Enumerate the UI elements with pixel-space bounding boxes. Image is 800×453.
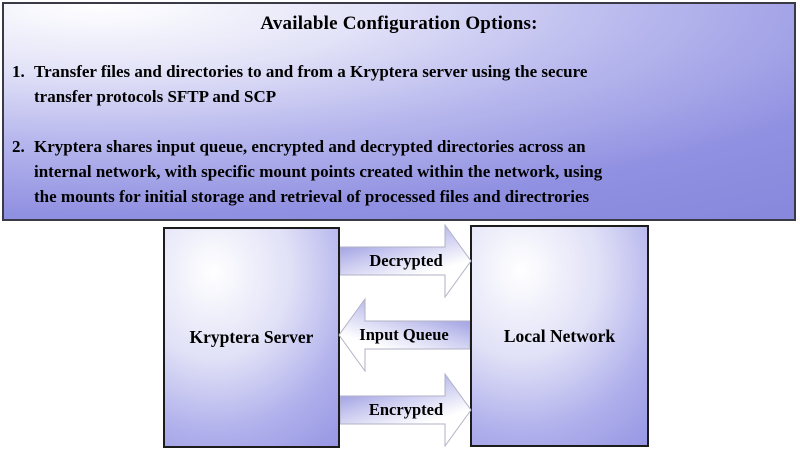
list-item-2-line-1: Kryptera shares input queue, encrypted a…	[34, 137, 586, 156]
list-item-2-line-3: the mounts for initial storage and retri…	[34, 187, 590, 206]
list-item-2-line-2: internal network, with specific mount po…	[34, 162, 603, 181]
local-network-box: Local Network	[470, 225, 649, 447]
panel-title: Available Configuration Options:	[260, 13, 538, 34]
arrow-encrypted: Encrypted	[340, 373, 472, 447]
kryptera-server-box: Kryptera Server	[163, 227, 340, 448]
list-item-1: 1. Transfer files and directories to and…	[12, 59, 772, 109]
config-options-panel: Available Configuration Options: 1. Tran…	[2, 2, 796, 221]
local-network-label: Local Network	[503, 325, 616, 346]
right-arrow-icon	[340, 373, 472, 447]
kryptera-server-label: Kryptera Server	[189, 327, 314, 347]
list-item-2: 2. Kryptera shares input queue, encrypte…	[12, 134, 772, 209]
arrow-encrypted-label: Encrypted	[368, 400, 444, 419]
list-item-1-number: 1.	[12, 62, 25, 81]
arrow-decrypted: Decrypted	[340, 224, 472, 298]
right-arrow-icon	[340, 224, 472, 298]
arrow-decrypted-label: Decrypted	[369, 251, 443, 270]
arrow-input-queue: Input Queue	[338, 298, 470, 372]
arrow-input-queue-label: Input Queue	[359, 325, 449, 344]
list-item-1-text: Transfer files and directories to and fr…	[12, 59, 772, 109]
list-item-2-number: 2.	[12, 137, 25, 156]
left-arrow-icon	[338, 298, 470, 372]
list-item-1-line-2: transfer protocols SFTP and SCP	[34, 87, 277, 106]
list-item-1-line-1: Transfer files and directories to and fr…	[34, 62, 588, 81]
list-item-2-text: Kryptera shares input queue, encrypted a…	[12, 134, 772, 209]
